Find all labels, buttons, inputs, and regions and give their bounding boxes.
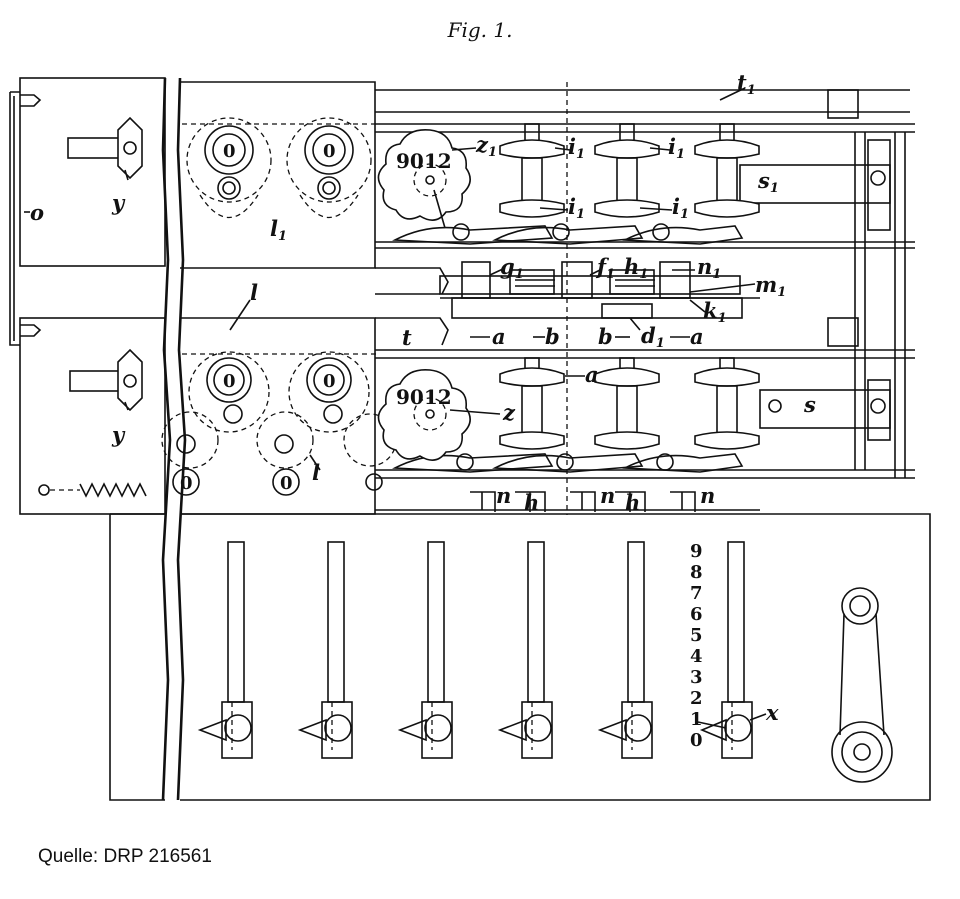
slider-5 [597, 541, 653, 759]
lower-spools [499, 357, 760, 450]
label-t: t [402, 325, 412, 350]
label-g1: g1 [500, 254, 524, 282]
label-b: b [598, 324, 613, 349]
upper-digit-wheel: 9012 [377, 128, 471, 221]
label-a: a [690, 324, 704, 349]
label-s1: s1 [757, 168, 779, 196]
register-digit: 0 [223, 141, 236, 162]
label-f1: f1 [595, 254, 615, 282]
register-digit: 0 [180, 473, 193, 494]
svg-text:2: 2 [690, 688, 703, 709]
label-a: a [585, 362, 599, 387]
levers [392, 223, 744, 473]
source-caption: Quelle: DRP 216561 [38, 846, 212, 867]
svg-text:5: 5 [690, 625, 703, 646]
slider-2 [297, 541, 353, 759]
break-lines [161, 77, 187, 801]
label-d1: d1 [641, 323, 665, 351]
register-digits: 0 0 0 0 0 0 [180, 141, 336, 494]
bottom-pawls [470, 491, 696, 512]
label-m1: m1 [755, 272, 786, 300]
svg-text:9: 9 [690, 541, 703, 562]
slider-3 [397, 541, 453, 759]
figure-title: Fig. 1. [447, 18, 513, 42]
svg-text:4: 4 [690, 646, 703, 667]
right-frame [375, 82, 915, 515]
slider-panel [109, 513, 931, 801]
part-labels: t1 s1 z1 i1 i1 i1 i1 l1 g1 f1 h1 n1 m1 k… [30, 70, 816, 725]
register-digit: 0 [223, 371, 236, 392]
label-l1: l1 [270, 216, 287, 244]
slider-columns [197, 541, 753, 759]
label-z: z [502, 400, 516, 425]
slider-1 [197, 541, 253, 759]
label-l: l [312, 460, 320, 485]
svg-text:0: 0 [690, 730, 703, 751]
slider-4 [497, 541, 553, 759]
svg-text:1: 1 [690, 709, 703, 730]
lower-digit-wheel: 9012 [377, 368, 471, 461]
left-housing [9, 77, 166, 515]
register-digit: 0 [280, 473, 293, 494]
label-i1: i1 [668, 134, 685, 162]
label-z1: z1 [475, 132, 497, 160]
label-n: n [700, 483, 715, 508]
label-n: n [496, 483, 511, 508]
label-h: h [625, 490, 640, 515]
label-y: y [111, 422, 126, 447]
label-i1: i1 [672, 194, 689, 222]
label-s: s [803, 392, 816, 417]
leader-lines [24, 87, 767, 729]
upper-spools [499, 123, 760, 218]
svg-text:6: 6 [690, 604, 703, 625]
label-h1: h1 [624, 254, 648, 282]
svg-text:7: 7 [690, 583, 703, 604]
register-digit: 0 [323, 371, 336, 392]
label-a: a [492, 324, 506, 349]
label-h: h [524, 490, 539, 515]
svg-text:3: 3 [690, 667, 703, 688]
label-l: l [250, 280, 258, 305]
label-x: x [765, 700, 779, 725]
label-i1: i1 [568, 194, 585, 222]
svg-text:8: 8 [690, 562, 703, 583]
label-n: n [600, 483, 615, 508]
label-y: y [111, 190, 126, 215]
slider-6 [699, 541, 753, 759]
crank-handle [831, 587, 893, 783]
upper-wheel-digits: 9012 [396, 149, 452, 173]
gear-shaft [439, 261, 741, 319]
label-o: o [30, 200, 44, 225]
label-t1: t1 [737, 70, 756, 98]
label-i1: i1 [568, 134, 585, 162]
label-k1: k1 [703, 298, 727, 326]
register-digit: 0 [323, 141, 336, 162]
lower-wheel-digits: 9012 [396, 385, 452, 409]
lower-register-wheels [161, 351, 397, 496]
label-n1: n1 [697, 254, 721, 282]
label-b: b [545, 324, 560, 349]
scale-digits: 9 8 7 6 5 4 3 2 1 0 [690, 541, 703, 751]
upper-register-wheels [186, 117, 372, 219]
